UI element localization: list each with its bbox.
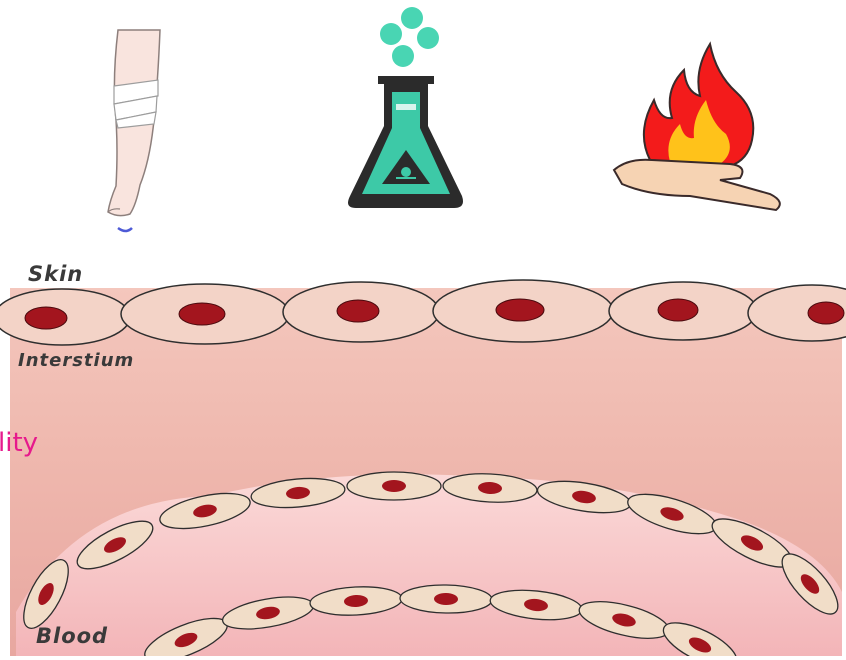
skin-label: Skin — [28, 262, 83, 286]
injured-leg-icon — [108, 30, 160, 231]
hand-fire-icon — [614, 44, 780, 210]
blood-label: Blood — [36, 624, 108, 648]
interstitium-label: Interstium — [18, 350, 134, 371]
cropped-side-text: lity — [0, 428, 38, 458]
chemical-flask-icon — [348, 7, 463, 208]
